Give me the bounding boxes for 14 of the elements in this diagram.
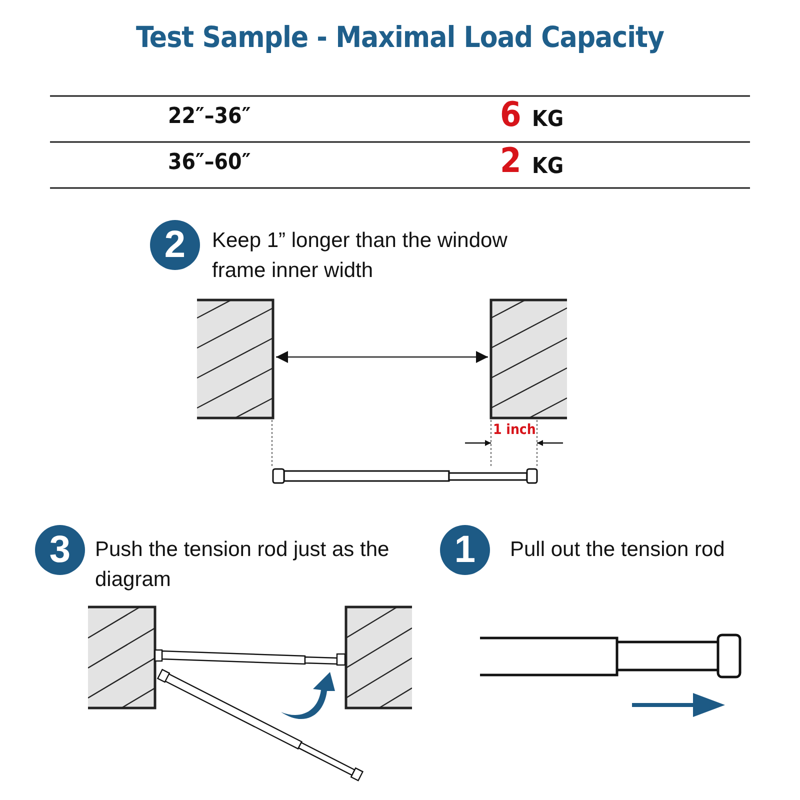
load-value: 6 bbox=[500, 98, 522, 132]
table-cell: 22″–36″ bbox=[168, 106, 251, 128]
step-instruction: Pull out the tension rod bbox=[510, 537, 726, 563]
step-number-badge: 3 bbox=[35, 525, 85, 575]
load-value: 2 bbox=[500, 144, 522, 178]
step-number-badge: 1 bbox=[440, 525, 490, 575]
step-number-badge: 2 bbox=[150, 220, 200, 270]
step-instruction: Keep 1” longer than the window frame inner width bbox=[212, 228, 508, 284]
step-instruction: Push the tension rod just as the diagram bbox=[95, 537, 390, 593]
table-cell: 36″–60″ bbox=[168, 152, 251, 174]
unit-label: KG bbox=[532, 156, 564, 178]
title: Test Sample - Maximal Load Capacity bbox=[134, 20, 666, 54]
dimension-label: 1 inch bbox=[493, 423, 536, 437]
unit-label: KG bbox=[532, 109, 564, 131]
